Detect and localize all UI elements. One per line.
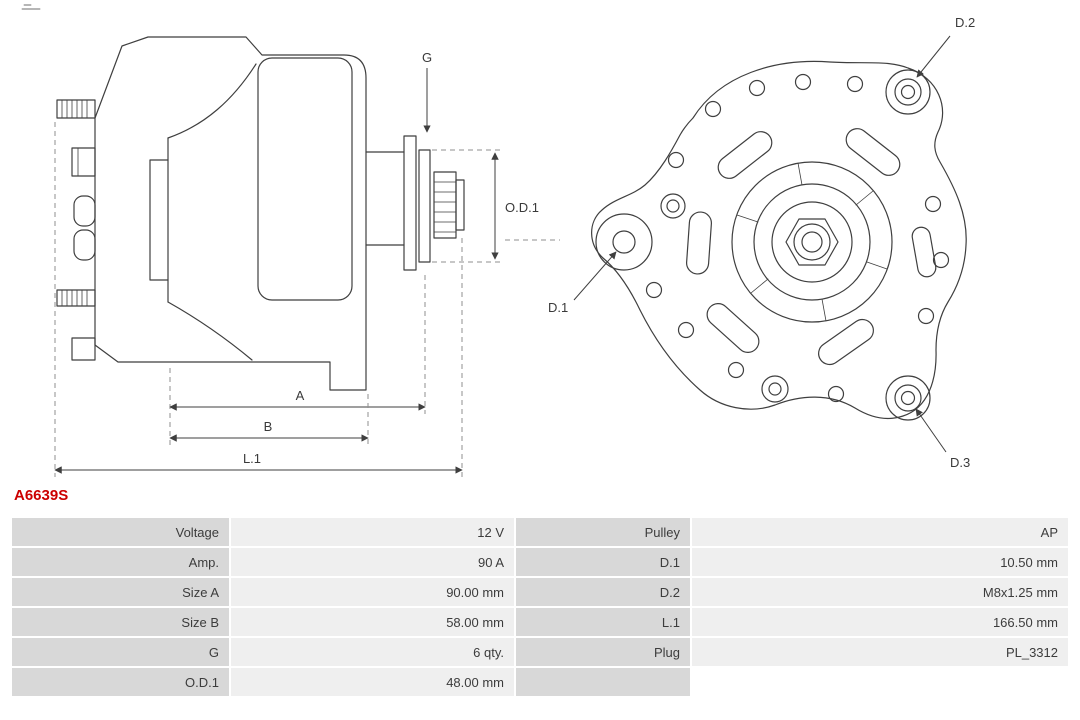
spec-label-pulley: Pulley <box>516 518 690 546</box>
spec-label-g: G <box>12 638 229 666</box>
spec-label-plug: Plug <box>516 638 690 666</box>
part-number: A6639S <box>14 487 69 504</box>
front-housing-outline <box>591 60 967 420</box>
rear-stud-top-threads <box>61 99 88 119</box>
rear-boss-2 <box>73 229 96 261</box>
spec-value-plug: PL_3312 <box>692 638 1068 666</box>
leader-d3 <box>915 408 947 453</box>
ear-top-right-bolt <box>900 84 916 100</box>
spec-value-amp: 90 A <box>231 548 514 576</box>
ear-top-right-mid <box>894 78 922 106</box>
rear-stud-top <box>56 99 96 119</box>
bolt-bottom-mid-outer <box>761 375 789 403</box>
side-body-outline <box>94 36 367 391</box>
dim-label-a: A <box>296 388 305 403</box>
rear-stud-bottom <box>56 289 96 307</box>
dim-label-d2: D.2 <box>955 15 975 30</box>
side-rear-window <box>257 57 353 301</box>
dim-label-g: G <box>422 50 432 65</box>
corner-artifact <box>21 4 41 10</box>
left-boss-hole <box>612 230 636 254</box>
dim-label-b: B <box>264 419 273 434</box>
spec-row: Voltage 12 V Pulley AP <box>12 518 1068 546</box>
spec-label-d1: D.1 <box>516 548 690 576</box>
side-inner-step <box>149 159 169 281</box>
technical-drawing: G O.D.1 A B L.1 <box>21 4 975 477</box>
hub-ring-inner <box>771 201 853 283</box>
ext-lines-od1 <box>432 149 503 263</box>
pulley-flange-outer <box>403 135 417 271</box>
spec-label-d2: D.2 <box>516 578 690 606</box>
leader-d2 <box>916 35 951 78</box>
ear-bottom-right-mid <box>894 384 922 412</box>
nut-circle <box>793 223 831 261</box>
rear-lug-lower <box>71 337 96 361</box>
ear-bottom-right-bolt <box>900 390 916 406</box>
spec-row: Amp. 90 A D.1 10.50 mm <box>12 548 1068 576</box>
hub-ring-outer <box>731 161 893 323</box>
spec-value-size-a: 90.00 mm <box>231 578 514 606</box>
spec-label-size-a: Size A <box>12 578 229 606</box>
spec-value-l1: 166.50 mm <box>692 608 1068 636</box>
spec-label-empty <box>516 668 690 696</box>
spec-label-amp: Amp. <box>12 548 229 576</box>
bolt-upper-left-outer <box>660 193 686 219</box>
rear-stud-bottom-threads <box>61 289 88 307</box>
rear-boss-1 <box>73 195 96 227</box>
spec-value-d1: 10.50 mm <box>692 548 1068 576</box>
alternator-front-view <box>591 60 967 421</box>
spec-row: Size B 58.00 mm L.1 166.50 mm <box>12 608 1068 636</box>
fan-spoke-ticks <box>736 162 888 322</box>
pulley-flange-inner <box>418 149 431 263</box>
dim-label-od1: O.D.1 <box>505 200 539 215</box>
ext-lines-l1 <box>54 122 463 477</box>
alternator-side-view <box>56 36 465 391</box>
hub-ring-mid <box>753 183 871 301</box>
shaft-nut-hex <box>785 218 839 266</box>
spec-value-d2: M8x1.25 mm <box>692 578 1068 606</box>
spec-value-size-b: 58.00 mm <box>231 608 514 636</box>
front-view-callouts: D.2 D.1 D.3 <box>548 15 975 470</box>
leader-d1 <box>573 251 617 301</box>
spec-label-l1: L.1 <box>516 608 690 636</box>
dim-label-d3: D.3 <box>950 455 970 470</box>
side-shaft-lines <box>365 151 405 246</box>
spec-value-pulley: AP <box>692 518 1068 546</box>
spec-label-voltage: Voltage <box>12 518 229 546</box>
spec-value-voltage: 12 V <box>231 518 514 546</box>
spec-row: Size A 90.00 mm D.2 M8x1.25 mm <box>12 578 1068 606</box>
spec-label-size-b: Size B <box>12 608 229 636</box>
pulley-groove-lines <box>433 181 457 233</box>
spec-label-od1: O.D.1 <box>12 668 229 696</box>
bolt-upper-left-inner <box>666 199 680 213</box>
dim-label-l1: L.1 <box>243 451 261 466</box>
left-boss-outer <box>595 213 653 271</box>
shaft-center <box>801 231 823 253</box>
pulley-end-cap <box>455 179 465 231</box>
dim-label-d1: D.1 <box>548 300 568 315</box>
spec-value-g: 6 qty. <box>231 638 514 666</box>
spec-value-od1: 48.00 mm <box>231 668 514 696</box>
ear-bottom-right-outer <box>885 375 931 421</box>
rear-lug-upper <box>71 147 96 177</box>
side-view-dimensions: G O.D.1 A B L.1 <box>54 50 560 477</box>
housing-holes <box>645 73 950 403</box>
side-claw-bottom <box>167 301 253 361</box>
spec-row: G 6 qty. Plug PL_3312 <box>12 638 1068 666</box>
bolt-bottom-mid-inner <box>768 382 782 396</box>
spec-value-empty <box>692 668 1068 696</box>
spec-table: Voltage 12 V Pulley AP Amp. 90 A D.1 10.… <box>10 516 1070 698</box>
ear-top-right-outer <box>885 69 931 115</box>
vent-slots <box>686 128 937 366</box>
side-claw-top <box>167 63 257 139</box>
spec-row: O.D.1 48.00 mm <box>12 668 1068 696</box>
